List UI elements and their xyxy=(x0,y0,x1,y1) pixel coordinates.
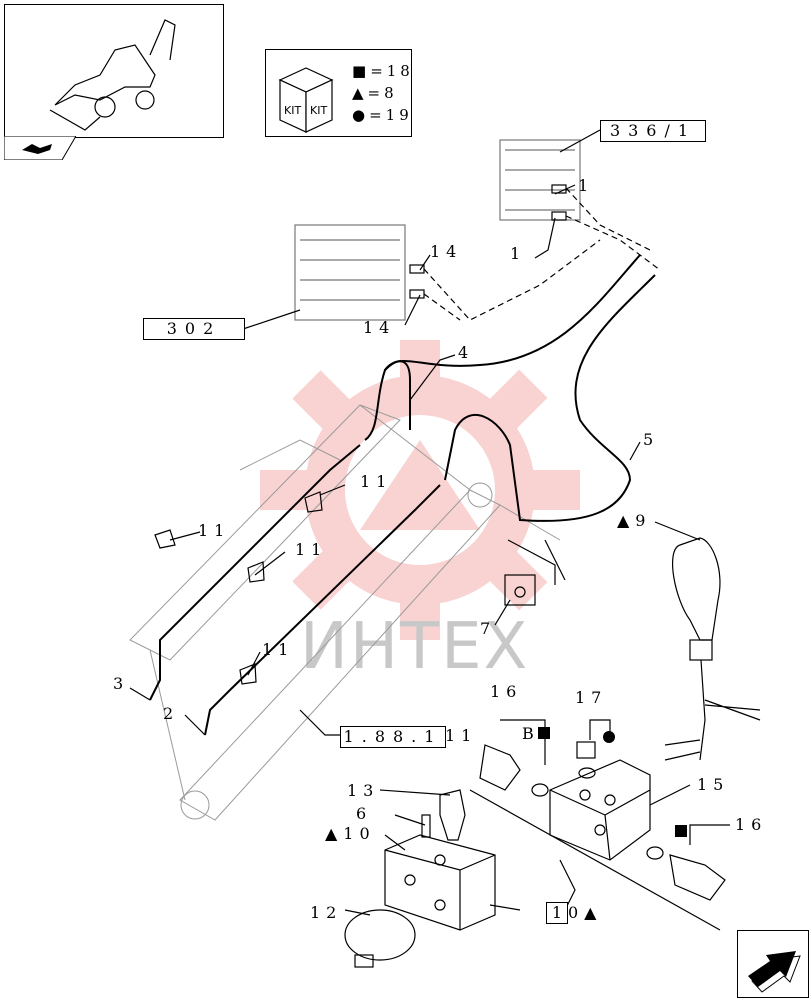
next-page-button[interactable] xyxy=(737,930,809,998)
callout-15: 15 xyxy=(697,775,730,794)
callout-11-e: 11 xyxy=(445,726,478,745)
circle-marker-icon xyxy=(603,731,615,743)
callout-1-upper: 1 xyxy=(578,176,595,195)
callout-10-right: 0▲ xyxy=(568,903,603,922)
callout-17: 17 xyxy=(575,688,608,707)
callout-2: 2 xyxy=(163,704,180,723)
square-marker-icon xyxy=(675,825,687,837)
ref-302[interactable]: 302 xyxy=(143,318,245,340)
machine-thumbnail xyxy=(4,4,224,138)
callout-b: B xyxy=(522,724,540,743)
kit-box-icon: KIT KIT xyxy=(278,67,334,133)
callout-5: 5 xyxy=(643,430,660,449)
ref-1-88-1[interactable]: 1.88.1 xyxy=(340,726,446,748)
watermark-text: ИНТЕХ xyxy=(300,610,530,684)
callout-6: 6 xyxy=(356,804,373,823)
callout-16-right: 16 xyxy=(735,815,768,834)
kit-label-right: KIT xyxy=(310,104,327,117)
callout-10-box: 1 xyxy=(546,902,568,924)
watermark-gear-icon xyxy=(260,340,580,640)
callout-11-a: 11 xyxy=(360,472,393,491)
callout-7: 7 xyxy=(480,619,497,638)
hand-pointer-icon[interactable] xyxy=(4,136,76,160)
callout-4: 4 xyxy=(458,343,475,362)
kit-legend-list: ■=18 ▲=8 ●=19 xyxy=(352,60,414,126)
callout-13: 13 xyxy=(347,781,380,800)
kit-legend-item: ▲=8 xyxy=(352,84,398,102)
callout-14-upper: 14 xyxy=(430,242,463,261)
callout-11-c: 11 xyxy=(295,540,328,559)
ref-336-1[interactable]: 336/1 xyxy=(600,120,706,142)
callout-16-left: 16 xyxy=(490,682,523,701)
callout-14-lower: 14 xyxy=(363,318,396,337)
kit-legend-item: ●=19 xyxy=(352,106,413,124)
backhoe-loader-icon xyxy=(49,19,176,131)
square-marker-icon xyxy=(538,727,550,739)
callout-3: 3 xyxy=(113,674,130,693)
callout-12: 12 xyxy=(310,903,343,922)
kit-legend-item: ■=18 xyxy=(352,62,414,80)
callout-1-lower: 1 xyxy=(510,244,527,263)
callout-11-b: 11 xyxy=(198,521,231,540)
callout-10-left: ▲10 xyxy=(325,824,376,843)
kit-label-left: KIT xyxy=(284,104,301,117)
callout-9: ▲9 xyxy=(617,511,652,530)
callout-11-d: 11 xyxy=(262,640,295,659)
kit-legend-box: KIT KIT xyxy=(265,49,412,137)
arrow-next-icon xyxy=(748,951,801,993)
